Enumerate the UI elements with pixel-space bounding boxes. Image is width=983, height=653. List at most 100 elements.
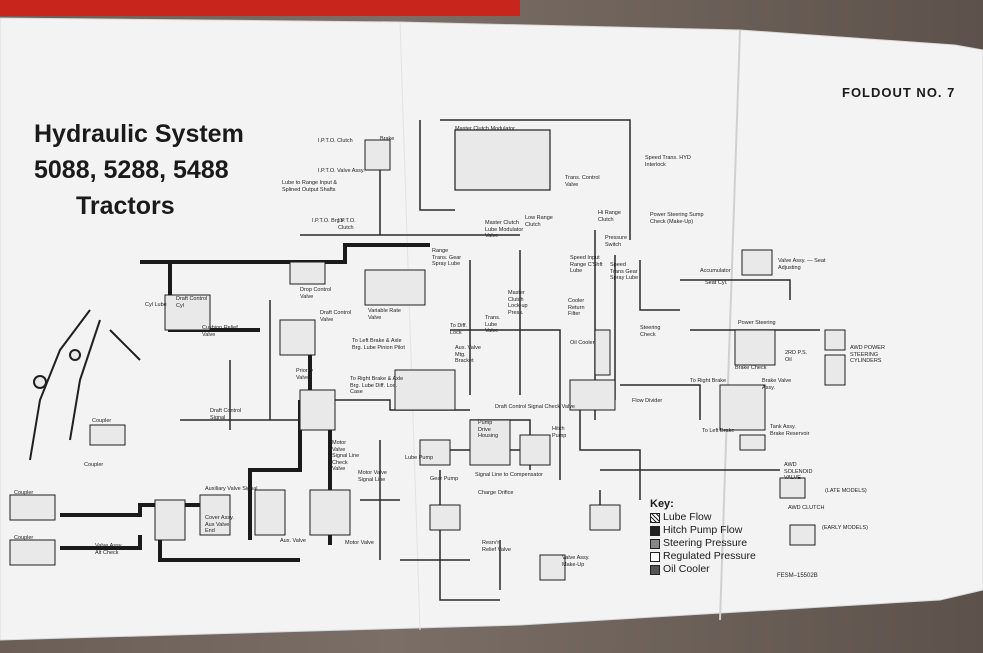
key-item-oil-cooler: Oil Cooler	[650, 563, 756, 576]
label-to-left-brake: To Left Brake	[702, 428, 735, 434]
label-motor-valve-signal-line: Motor Valve Signal Line	[358, 470, 387, 483]
key-label: Steering Pressure	[663, 537, 748, 549]
key-label: Regulated Pressure	[663, 550, 756, 562]
draft-control-block	[164, 294, 211, 331]
label-seat-cyl: Seat Cyl.	[705, 280, 728, 286]
red-folder-edge	[0, 0, 520, 16]
aux-valve-bank	[154, 499, 186, 541]
white-swatch-icon	[650, 551, 660, 562]
coupler-block-1	[9, 494, 56, 521]
drop-control-block	[289, 261, 326, 285]
awd-solenoid-block	[779, 477, 806, 499]
label-to-left-brake-axle: To Left Brake & Axle Brg. Lube Pinion Pi…	[352, 338, 405, 351]
aux-valve-block	[394, 369, 456, 411]
label-awd-solenoid: AWD SOLENOID VALVE	[784, 462, 813, 481]
label-draft-control-valve: Draft Control Valve	[320, 310, 352, 323]
variable-rate-valve	[364, 269, 426, 306]
lpto-valve	[364, 139, 391, 171]
label-trans-control: Trans. Control Valve	[565, 175, 600, 188]
awd-cyl-1	[824, 329, 846, 351]
dark-swatch-icon	[650, 564, 660, 575]
label-valve-assy-seat: Valve Assy. — Seat Adjusting	[778, 258, 826, 271]
label-cushion-relief: Cushion Relief Valve	[202, 325, 238, 338]
label-drop-control: Drop Control Valve	[300, 287, 332, 300]
label-variable-rate: Variable Rate Valve	[368, 308, 401, 321]
label-cover-assy: Cover Assy. Aux Valve End	[205, 515, 234, 534]
label-coupler-2: Coupler	[84, 462, 104, 468]
label-signal-compensator: Signal Line to Compensator	[475, 472, 543, 478]
label-coupler-3: Coupler	[14, 490, 34, 496]
reservoir-1	[429, 504, 461, 531]
label-lpto-clutch: I.P.T.O. Clutch	[318, 138, 353, 144]
key-label: Hitch Pump Flow	[663, 524, 743, 536]
label-draft-control-cyl: Draft Control Cyl	[176, 296, 208, 309]
foldout-number: FOLDOUT NO. 7	[842, 85, 956, 100]
hatched-swatch-icon	[650, 512, 660, 523]
label-speed-trans: Speed Trans. HYD Interlock	[645, 155, 691, 168]
power-steering-block	[734, 329, 776, 366]
cover-assy-block	[199, 494, 231, 536]
paper	[0, 17, 983, 641]
hitch-pump-lines	[60, 243, 430, 562]
tank-assy-block	[739, 434, 766, 451]
reservoir-2	[589, 504, 621, 531]
fold-line-2	[399, 21, 421, 631]
label-trans-lube: Trans. Lube Valve	[485, 315, 501, 334]
legend-key: Key: Lube Flow Hitch Pump Flow Steering …	[650, 498, 756, 576]
label-lpto-brgs: I.P.T.O. Brg's	[312, 218, 344, 224]
components	[9, 129, 846, 581]
hitch-linkage	[29, 309, 141, 461]
label-lube-pump: Lube Pump	[405, 455, 434, 461]
label-aux-valve: Aux. Valve Mtg. Bracket	[455, 345, 481, 364]
label-flow-divider: Flow Divider	[632, 398, 663, 404]
figure-code: FESM–15502B	[777, 573, 818, 579]
label-hitch-pump: Hitch Pump	[552, 426, 567, 439]
key-item-hitch: Hitch Pump Flow	[650, 524, 756, 537]
label-lpto-valve: I.P.T.O. Valve Assy.	[318, 168, 365, 174]
label-pump-drive: Pump Drive Housing	[478, 420, 499, 439]
label-oil-cooler: Oil Cooler	[570, 340, 595, 346]
label-speed-trans-gear: Speed Trans Gear Spray Lube	[610, 262, 639, 281]
label-cyl-lube: Cyl Lube	[145, 302, 167, 308]
label-to-right-brake: To Right Brake	[690, 378, 727, 384]
reservoir-3	[539, 554, 566, 581]
label-hi-range: Hi Range Clutch	[598, 210, 621, 223]
awd-cyl-2	[824, 354, 846, 386]
label-draft-check: Draft Control Signal Check Valve	[495, 404, 575, 410]
label-brake: Brake	[380, 136, 395, 142]
motor-valve-block	[309, 489, 351, 536]
key-label: Lube Flow	[663, 511, 712, 523]
key-item-steering: Steering Pressure	[650, 537, 756, 550]
label-late-models: (LATE MODELS)	[825, 488, 867, 494]
fold-line	[719, 29, 741, 621]
label-steering-check: Steering Check	[640, 325, 661, 338]
hitch-pump-block	[519, 434, 551, 466]
label-aux-valve-signal: Auxiliary Valve Signal	[205, 486, 258, 492]
coupler-block-2	[9, 539, 56, 566]
valve-assy-seat-block	[741, 249, 773, 276]
label-brake-valve: Brake Valve Assy.	[762, 378, 792, 391]
label-resrv-relief: Resrv'r Relief Valve	[482, 540, 511, 553]
label-master-clutch-lock: Master Clutch Lock-up Press.	[508, 290, 528, 316]
awd-clutch-block	[789, 524, 816, 546]
gear-pump-block	[419, 439, 451, 466]
label-aux-valve-2: Aux. Valve	[280, 538, 306, 544]
label-valve-assy-alt: Valve Assy. Alt Check	[95, 543, 123, 556]
label-motor-valve-signal: Motor Valve Signal Line Check Valve	[332, 440, 360, 472]
label-coupler-1: Coupler	[92, 418, 112, 424]
label-motor-valve: Motor Valve	[345, 540, 374, 546]
label-priority-valve: Priority Valve	[296, 368, 314, 381]
label-lpto-clutch-2: I.P.T.O. Clutch	[338, 218, 356, 231]
aux-valve-2-block	[254, 489, 286, 536]
pump-drive-block	[469, 419, 511, 466]
title-line-1: Hydraulic System	[34, 120, 244, 148]
label-gear-pump: Gear Pump	[430, 476, 459, 482]
brake-valve-block	[719, 384, 766, 431]
label-tank-assy: Tank Assy. Brake Reservoir	[770, 424, 810, 437]
label-speed-input: Speed Input Range C'Shft Lube	[570, 255, 603, 274]
label-ps-sump: Power Steering Sump Check (Make-Up)	[650, 212, 704, 225]
gray-swatch-icon	[650, 538, 660, 549]
label-awd-clutch: AWD CLUTCH	[788, 505, 825, 511]
label-coupler-4: Coupler	[14, 535, 34, 541]
